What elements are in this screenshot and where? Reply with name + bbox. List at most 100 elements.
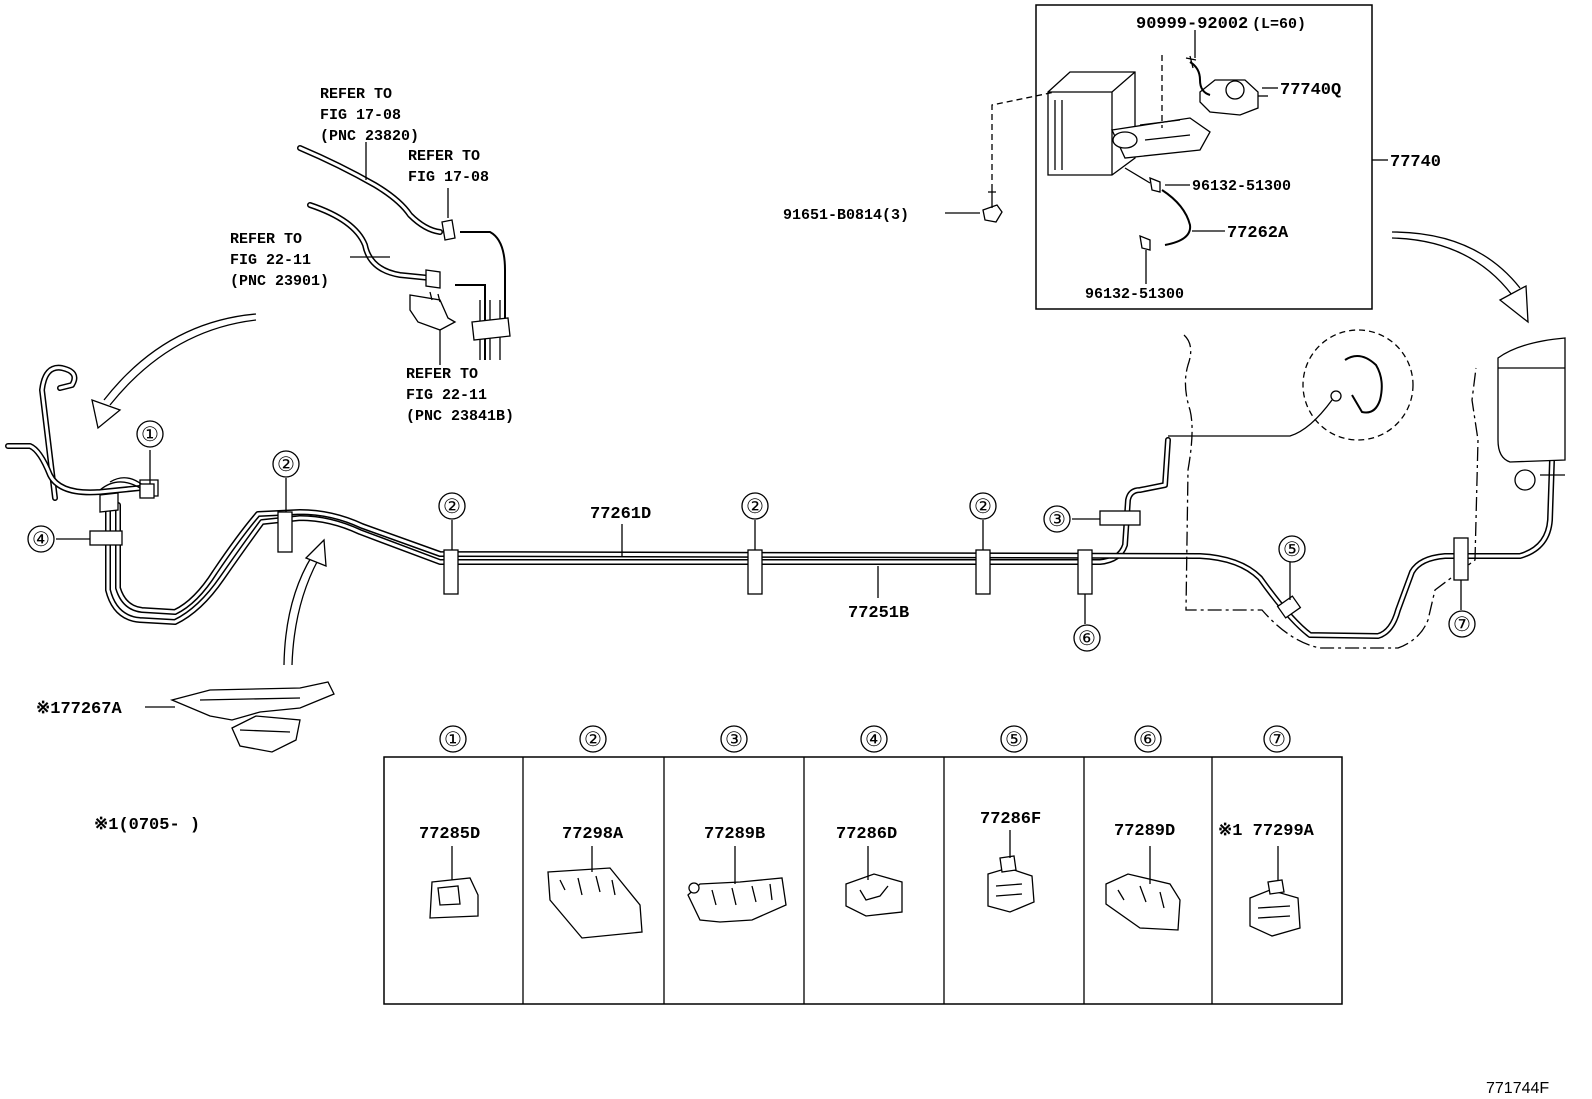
label-96132-51300-a: 96132-51300	[1192, 178, 1291, 195]
callout-4	[27, 525, 55, 553]
clamp-6	[1077, 549, 1093, 595]
bolt-dash-leader	[991, 91, 1056, 190]
table-header-7-text: ⑦	[1268, 727, 1286, 751]
label-77251b: 77251B	[848, 604, 909, 623]
clamp-5	[1276, 595, 1302, 619]
callout-2b-text: ②	[443, 494, 461, 518]
arrow-left-assembly-icon	[91, 313, 257, 430]
clip-96132-upper-icon	[1149, 176, 1161, 193]
label-96132-51300-b: 96132-51300	[1085, 286, 1184, 303]
ref-text-line: (PNC 23901)	[230, 273, 329, 290]
label-77261d: 77261D	[590, 505, 651, 524]
ref-fig-22-11-pnc23841b: REFER TO FIG 22-11 (PNC 23841B)	[406, 366, 514, 425]
clip-77298a-icon	[547, 846, 643, 939]
hose-end-icon	[1185, 55, 1197, 69]
table-header-2-text: ②	[584, 727, 602, 751]
table-part-77299a: ※1 77299A	[1218, 822, 1315, 841]
note-date-range: ※1(0705- )	[94, 816, 200, 835]
ref-text-line: FIG 17-08	[320, 107, 401, 124]
callout-7-text: ⑦	[1453, 612, 1471, 636]
clip-77286f-icon	[987, 830, 1035, 913]
clip-77289b-icon	[687, 846, 787, 923]
callout-3-text: ③	[1048, 507, 1066, 531]
ref-fig-17-08: REFER TO FIG 17-08	[408, 148, 489, 186]
label-90999-length: (L=60)	[1252, 16, 1306, 33]
clamp-2-c	[747, 549, 763, 595]
fuel-tank-outline	[1183, 334, 1479, 649]
callout-6-text: ⑥	[1078, 626, 1096, 650]
clamp-7	[1453, 537, 1469, 581]
table-part-77298a: 77298A	[562, 825, 624, 844]
ref-text-line: (PNC 23820)	[320, 128, 419, 145]
clamp-2-d	[975, 549, 991, 595]
table-header-1	[439, 725, 467, 753]
callout-2a-text: ②	[277, 452, 295, 476]
ref-text-line: REFER TO	[320, 86, 392, 103]
clip-77285d-icon	[429, 846, 479, 919]
clip-77286d-icon	[845, 846, 903, 917]
clamp-3	[1099, 510, 1141, 526]
table-part-77289d: 77289D	[1114, 822, 1175, 841]
table-part-77289b: 77289B	[704, 825, 765, 844]
label-77267a: ※177267A	[36, 700, 122, 719]
callout-1-text: ①	[141, 422, 159, 446]
table-part-77286f: 77286F	[980, 810, 1041, 829]
callout-6	[1073, 624, 1101, 652]
callout-2a	[272, 450, 300, 478]
figure-code: 771744F	[1486, 1080, 1549, 1097]
table-header-6-text: ⑥	[1139, 727, 1157, 751]
table-header-2	[579, 725, 607, 753]
ref-text-line: REFER TO	[406, 366, 478, 383]
clamp-1	[139, 483, 155, 499]
label-90999-92002: 90999-92002	[1136, 15, 1248, 34]
table-header-3	[720, 725, 748, 753]
arrow-bracket-icon	[283, 538, 327, 666]
ref-hoses-icon	[297, 145, 511, 360]
vsv-valve-icon	[1199, 79, 1268, 116]
ref-fig-17-08-pnc: REFER TO FIG 17-08 (PNC 23820)	[320, 86, 419, 145]
clamp-2-b	[443, 549, 459, 595]
clamp-4	[89, 530, 123, 546]
table-header-6	[1134, 725, 1162, 753]
fuel-tank-icon	[1497, 337, 1566, 491]
ref-text-line: FIG 17-08	[408, 169, 489, 186]
callout-2c-text: ②	[746, 494, 764, 518]
clamp-parts-table	[383, 756, 1343, 1005]
callout-5	[1278, 535, 1306, 563]
callout-2d	[969, 492, 997, 520]
callout-3	[1043, 505, 1071, 533]
callout-2d-text: ②	[974, 494, 992, 518]
clamp-2-a	[277, 511, 293, 553]
callout-7	[1448, 610, 1476, 638]
charcoal-canister-icon	[1047, 71, 1211, 176]
bracket-77267a-icon	[169, 681, 335, 753]
hose-90999-icon	[1189, 61, 1211, 96]
callout-4-text: ④	[32, 527, 50, 551]
label-91651-b0814: 91651-B0814(3)	[783, 207, 909, 224]
label-77740q: 77740Q	[1280, 81, 1341, 100]
ref-text-line: FIG 22-11	[230, 252, 311, 269]
ref-text-line: FIG 22-11	[406, 387, 487, 404]
ref-text-line: REFER TO	[230, 231, 302, 248]
canister-inset-box	[1035, 4, 1373, 310]
table-header-3-text: ③	[725, 727, 743, 751]
table-header-7	[1263, 725, 1291, 753]
arrow-canister-icon	[1391, 231, 1529, 324]
label-77262a: 77262A	[1227, 224, 1289, 243]
callout-5-text: ⑤	[1283, 537, 1301, 561]
ref-fig-22-11-pnc23901: REFER TO FIG 22-11 (PNC 23901)	[230, 231, 329, 290]
clip-77299a-icon	[1249, 846, 1301, 937]
callout-1	[136, 420, 164, 448]
callout-2c	[741, 492, 769, 520]
table-header-5	[1000, 725, 1028, 753]
fuel-vapor-pipes-icon	[5, 364, 1555, 639]
fuel-sender-detail-icon	[1302, 329, 1414, 441]
table-header-4-text: ④	[865, 727, 883, 751]
callout-2b	[438, 492, 466, 520]
table-part-77285d: 77285D	[419, 825, 480, 844]
ref-text-line: REFER TO	[408, 148, 480, 165]
ref-text-line: (PNC 23841B)	[406, 408, 514, 425]
table-header-1-text: ①	[444, 727, 462, 751]
clip-96132-lower-icon	[1139, 234, 1151, 251]
